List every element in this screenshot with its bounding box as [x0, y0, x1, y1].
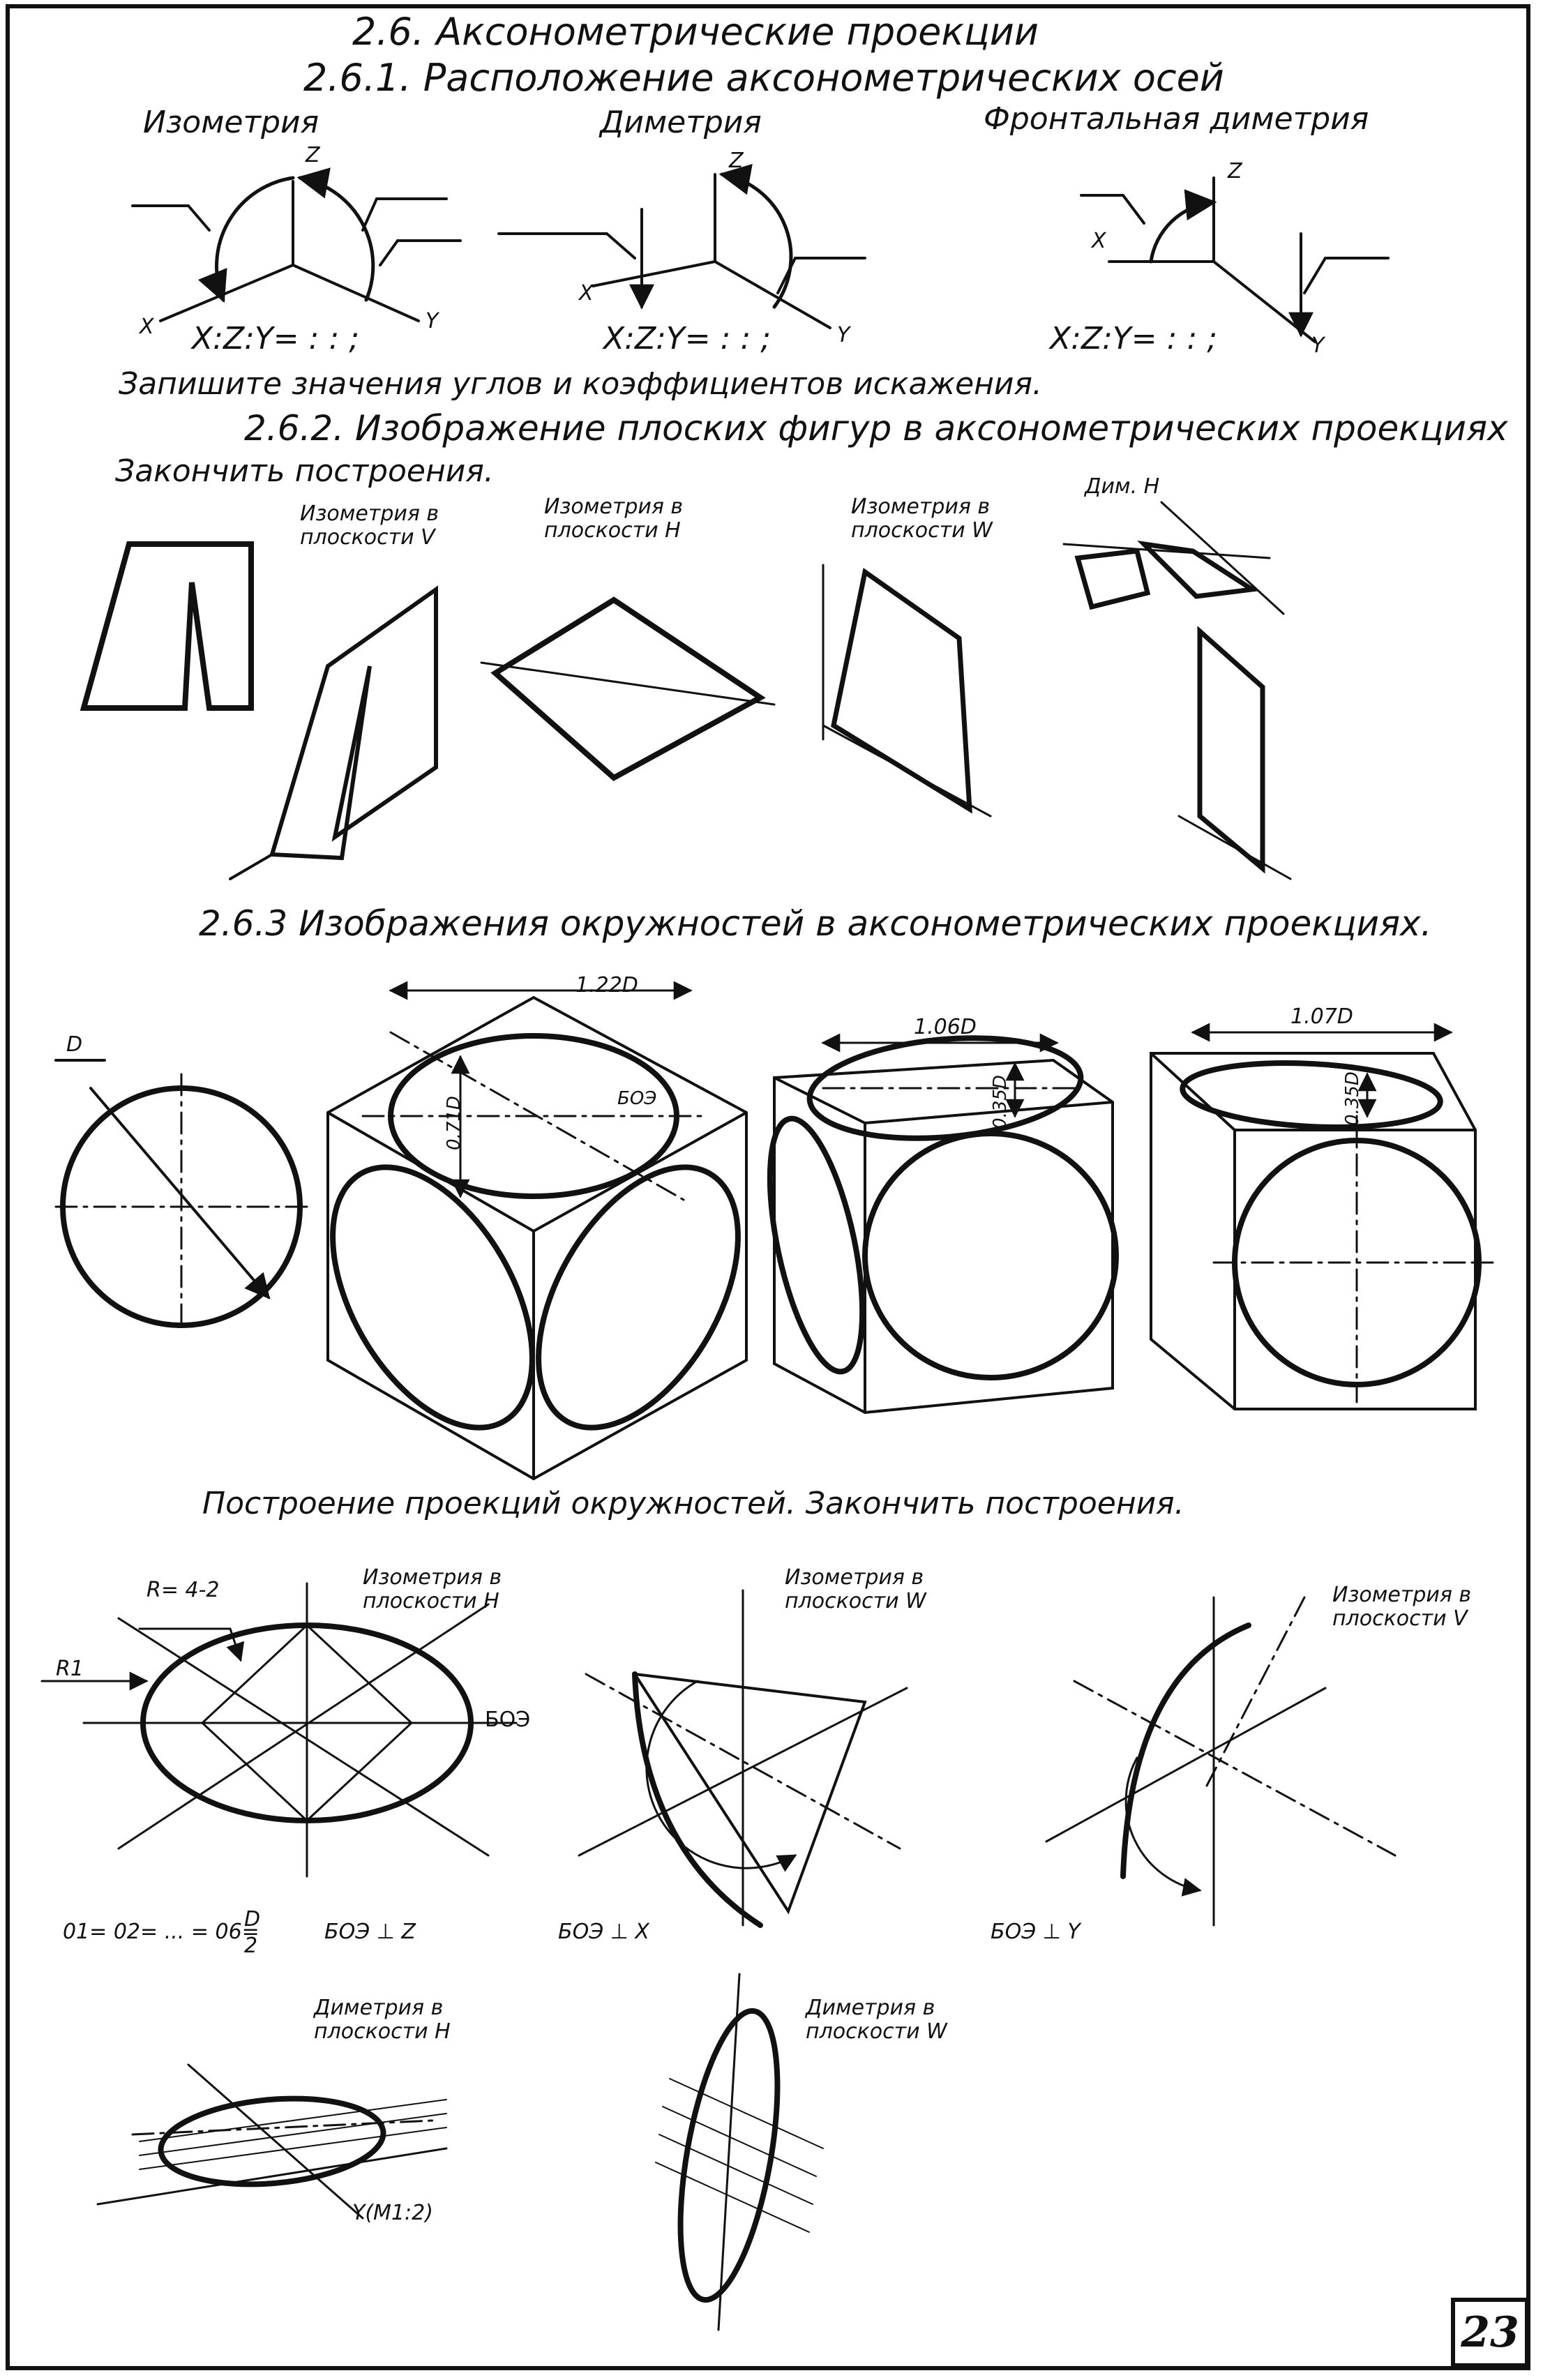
frontal-dimetry-axes-diagram: [1080, 176, 1390, 343]
label-frontal-dimetry: Фронтальная диметрия: [984, 101, 1369, 137]
axis-label-y-front: Y: [1311, 333, 1326, 358]
circle-diameter-view: [54, 1059, 308, 1334]
formula-distances: 01= 02= ... = 06=: [63, 1920, 259, 1944]
flat-figure-dim-h: [1062, 501, 1292, 880]
axis-label-y-dim: Y: [837, 323, 852, 347]
construction-iso-v: [1045, 1596, 1397, 1927]
flat-figure-iso-h: [480, 596, 776, 781]
construction-iso-w: [578, 1589, 908, 1928]
section-heading-flat: 2.6.2. Изображение плоских фигур в аксон…: [244, 408, 1508, 449]
label-boe-perp-x: БОЭ ⊥ X: [558, 1920, 649, 1944]
dimension-1-22d: 1.22D: [575, 973, 638, 997]
dimetric-cube-circles: [767, 1033, 1119, 1415]
dimension-0-35d: 0.35D: [989, 1075, 1011, 1129]
isometry-axes-diagram: [131, 167, 462, 322]
construction-dimetry-h: [96, 2063, 448, 2220]
section-heading-axes: 2.6.1. Расположение аксонометрических ос…: [303, 56, 1224, 100]
label-boe-cube: БОЭ: [617, 1088, 657, 1109]
axis-label-y-iso: Y: [426, 309, 440, 333]
label-isometry: Изометрия: [143, 105, 319, 140]
main-heading: 2.6. Аксонометрические проекции: [352, 10, 1039, 54]
axis-label-x-front: X: [1090, 229, 1107, 253]
ratio-dimetry: X:Z:Y= : : ;: [603, 321, 772, 356]
page-number: 23: [1461, 2308, 1519, 2357]
flat-figure-n-shape: [80, 541, 254, 711]
isometric-cube-circles: [326, 981, 748, 1481]
label-boe-construction: БОЭ: [485, 1708, 531, 1732]
frontal-dimetric-cube-circles: [1150, 1023, 1494, 1410]
instruction-finish-flat: Закончить построения.: [115, 453, 494, 489]
label-dimetry-plane-w: Диметрия в плоскости W: [806, 1996, 947, 2044]
section-heading-circles: 2.6.3 Изображения окружностей в аксономе…: [199, 903, 1432, 944]
dimension-0-35d-frontal: 0.35D: [1341, 1071, 1363, 1126]
label-construct-iso-v: Изометрия в плоскости V: [1332, 1583, 1472, 1631]
dimension-1-07d: 1.07D: [1290, 1004, 1353, 1029]
label-y-scale: Y(M1:2): [352, 2201, 433, 2225]
dimetry-axes-diagram: [497, 164, 866, 329]
axis-label-x-dim: X: [578, 281, 594, 306]
label-r1: R1: [56, 1657, 84, 1681]
flat-figure-iso-v: [229, 585, 438, 880]
fraction-numerator: D: [244, 1907, 261, 1931]
label-construct-iso-w: Изометрия в плоскости W: [785, 1565, 926, 1613]
label-boe-perp-z: БОЭ ⊥ Z: [324, 1920, 416, 1944]
label-construct-iso-h: Изометрия в плоскости H: [363, 1565, 502, 1613]
page-frame: [6, 4, 1530, 2370]
label-iso-plane-v: Изометрия в плоскости V: [300, 502, 439, 550]
dimension-1-06d: 1.06D: [914, 1015, 977, 1039]
label-dim-h: Дим. H: [1085, 474, 1160, 499]
label-radius: R= 4-2: [146, 1578, 220, 1602]
label-dimetry-plane-h: Диметрия в плоскости H: [314, 1996, 451, 2044]
ratio-isometry: X:Z:Y= : : ;: [192, 321, 360, 356]
axis-label-x-iso: X: [138, 315, 155, 339]
section-heading-construction: Построение проекций окружностей. Закончи…: [202, 1486, 1184, 1521]
construction-iso-h: [40, 1582, 518, 1878]
label-boe-perp-y: БОЭ ⊥ Y: [991, 1920, 1081, 1944]
dimension-0-71d: 0.71D: [443, 1096, 465, 1150]
label-iso-plane-w: Изометрия в плоскости W: [851, 495, 993, 543]
label-diameter: D: [66, 1032, 83, 1057]
label-dimetry: Диметрия: [600, 105, 762, 140]
label-iso-plane-h: Изометрия в плоскости H: [544, 495, 684, 543]
axis-label-z-dim: Z: [728, 149, 744, 173]
construction-dimetry-w: [655, 1973, 824, 2331]
ratio-frontal: X:Z:Y= : : ;: [1050, 321, 1218, 356]
instruction-angles: Запишите значения углов и коэффициентов …: [119, 366, 1042, 402]
flat-figure-iso-w: [822, 564, 992, 818]
axis-label-z-front: Z: [1227, 159, 1243, 183]
axis-label-z-iso: Z: [305, 143, 321, 167]
fraction-denominator: 2: [244, 1934, 258, 1958]
page-number-box: 23: [1451, 2298, 1529, 2367]
